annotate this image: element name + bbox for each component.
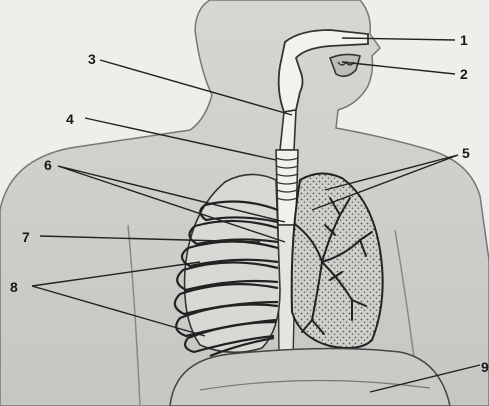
label-4: 4 [66,111,74,127]
label-6: 6 [44,157,52,173]
label-3: 3 [88,51,96,67]
label-9: 9 [481,359,489,375]
label-2: 2 [460,66,468,82]
label-5: 5 [462,145,470,161]
diaphragm [170,348,450,406]
label-1: 1 [460,32,468,48]
label-8: 8 [10,279,18,295]
label-7: 7 [22,229,30,245]
